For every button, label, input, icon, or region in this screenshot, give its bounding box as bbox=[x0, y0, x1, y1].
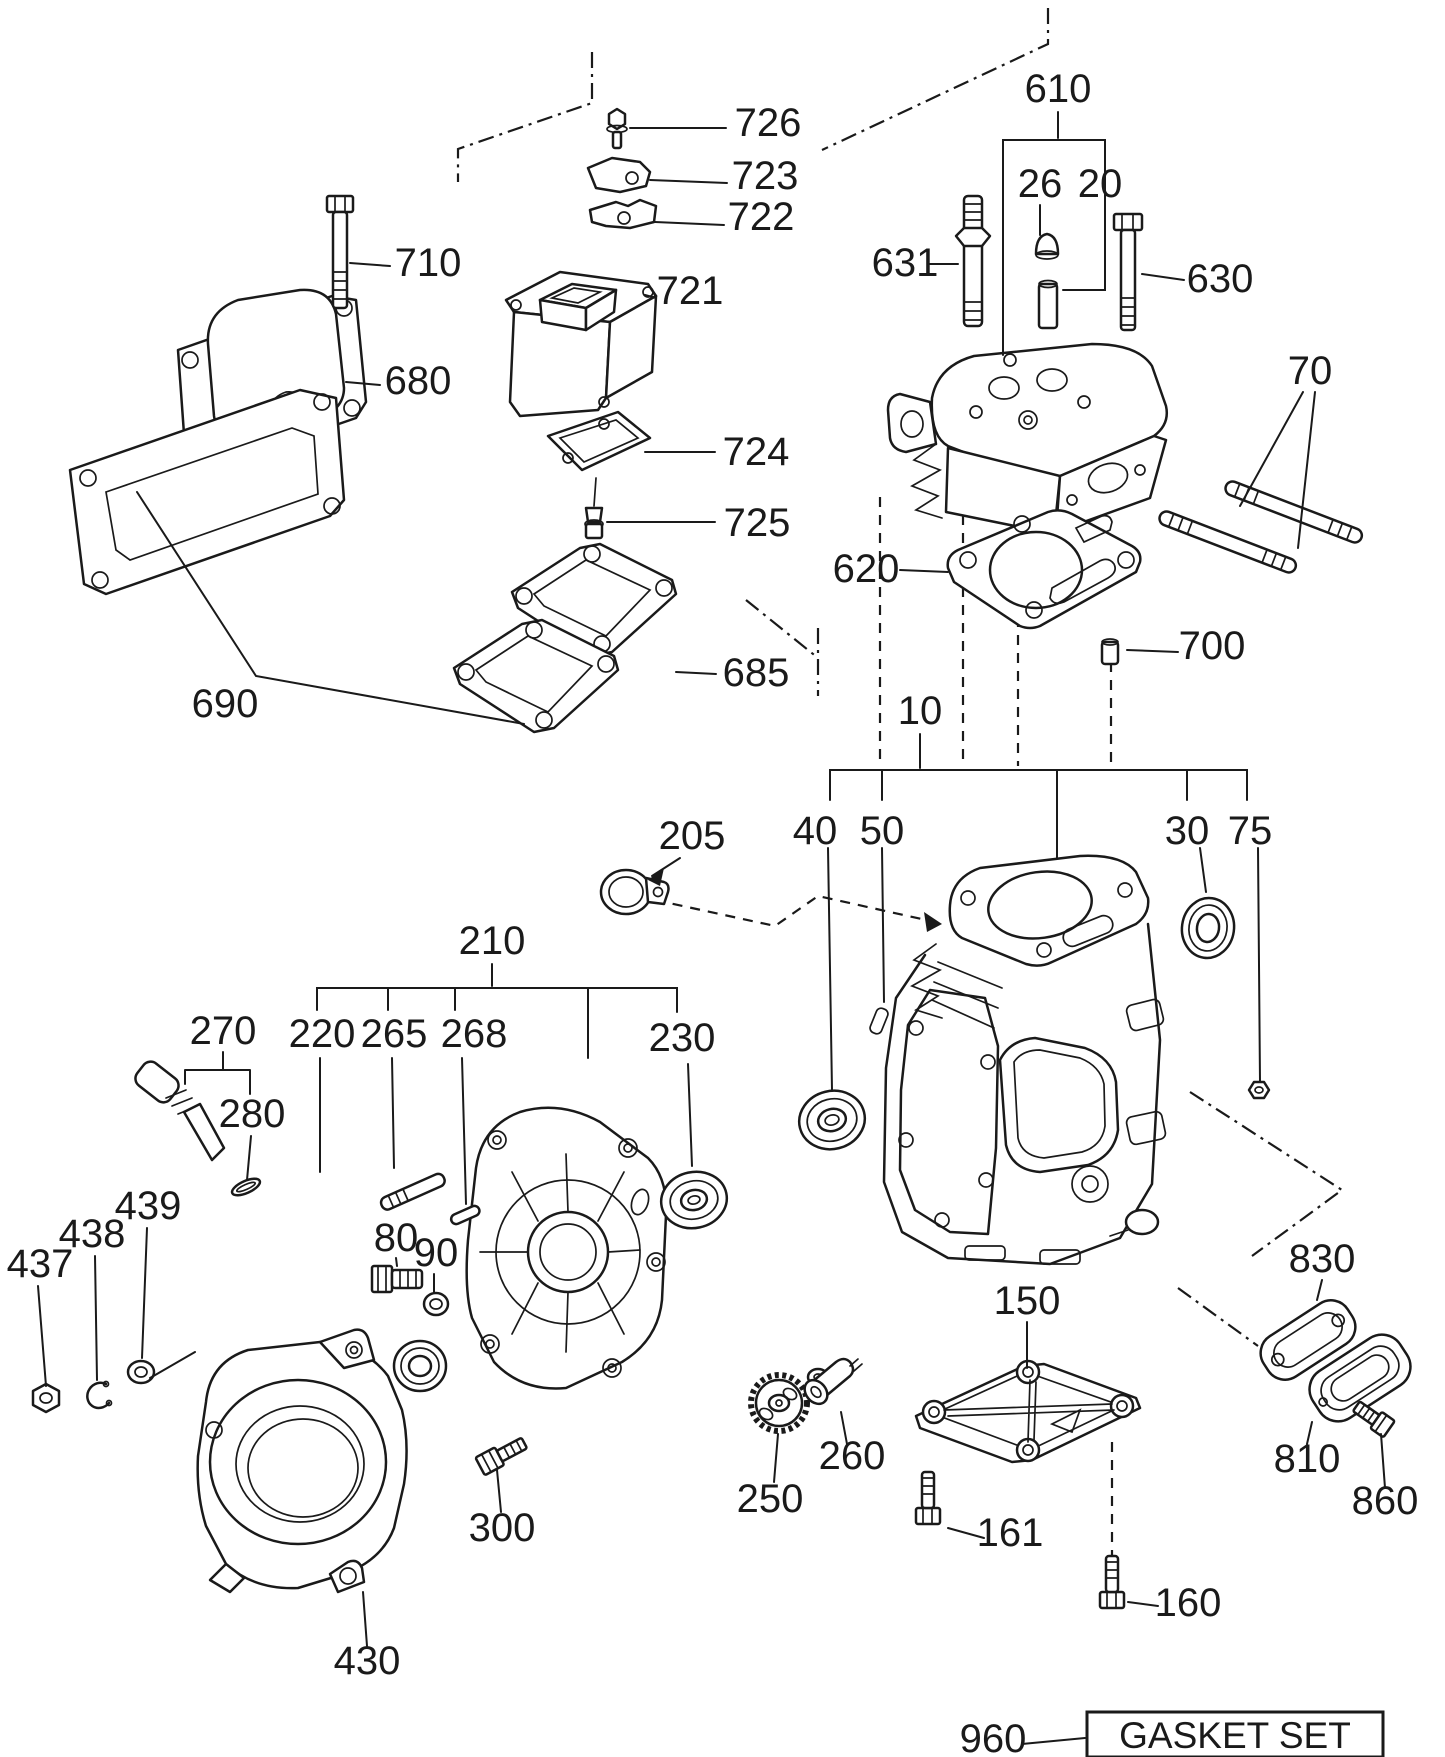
callout-685: 685 bbox=[723, 651, 790, 695]
breather-plate-723 bbox=[586, 156, 652, 194]
ball-bearing-230 bbox=[659, 1170, 729, 1230]
callout-860: 860 bbox=[1352, 1479, 1419, 1523]
callout-680: 680 bbox=[385, 359, 452, 403]
callout-160: 160 bbox=[1155, 1581, 1222, 1625]
callout-50: 50 bbox=[860, 809, 905, 853]
callout-26: 26 bbox=[1018, 162, 1063, 206]
callout-220: 220 bbox=[289, 1012, 356, 1056]
seal-90 bbox=[422, 1291, 450, 1317]
callout-75: 75 bbox=[1228, 809, 1273, 853]
washer-439 bbox=[126, 1359, 156, 1385]
callout-610: 610 bbox=[1025, 67, 1092, 111]
callout-265: 265 bbox=[361, 1012, 428, 1056]
callout-300: 300 bbox=[469, 1506, 536, 1550]
callout-268: 268 bbox=[441, 1012, 508, 1056]
callout-250: 250 bbox=[737, 1477, 804, 1521]
callout-205: 205 bbox=[659, 814, 726, 858]
stud-265 bbox=[379, 1172, 446, 1211]
callout-710: 710 bbox=[395, 241, 462, 285]
breather-gasket-685b bbox=[452, 618, 620, 734]
crankcase-breather-plate-150 bbox=[914, 1359, 1142, 1464]
gasket-set-label: GASKET SET bbox=[1119, 1715, 1351, 1756]
callout-830: 830 bbox=[1289, 1237, 1356, 1281]
o-ring-280 bbox=[230, 1177, 262, 1197]
callout-161: 161 bbox=[977, 1511, 1044, 1555]
callout-438: 438 bbox=[59, 1212, 126, 1256]
callout-620: 620 bbox=[833, 547, 900, 591]
head-gasket-620 bbox=[946, 509, 1142, 630]
callout-150: 150 bbox=[994, 1279, 1061, 1323]
callout-80: 80 bbox=[374, 1216, 419, 1260]
crankcase-cover bbox=[465, 1106, 668, 1390]
bolt-630 bbox=[1112, 212, 1144, 332]
breather-plate-722 bbox=[588, 198, 658, 230]
callout-810: 810 bbox=[1274, 1437, 1341, 1481]
callout-30: 30 bbox=[1165, 809, 1210, 853]
nut-437 bbox=[31, 1382, 61, 1414]
snap-ring-438 bbox=[86, 1380, 113, 1410]
callout-70: 70 bbox=[1288, 349, 1333, 393]
governor-gear-250 bbox=[748, 1372, 810, 1434]
drain-bolt-300 bbox=[474, 1437, 528, 1476]
oil-plug-80 bbox=[370, 1264, 424, 1294]
callout-210: 210 bbox=[459, 919, 526, 963]
construction-lines bbox=[456, 8, 1344, 1556]
callout-430: 430 bbox=[334, 1639, 401, 1683]
screw-860 bbox=[1352, 1400, 1396, 1438]
stud-631 bbox=[954, 194, 992, 328]
bolt-260 bbox=[803, 1357, 863, 1406]
callout-230: 230 bbox=[649, 1016, 716, 1060]
callout-437: 437 bbox=[7, 1242, 74, 1286]
callout-700: 700 bbox=[1179, 624, 1246, 668]
oil-filler-cap-205 bbox=[599, 868, 670, 916]
dowel-pin-700 bbox=[1100, 638, 1120, 666]
callout-724: 724 bbox=[723, 430, 790, 474]
breather-plate-724 bbox=[546, 410, 652, 472]
callout-90: 90 bbox=[414, 1231, 459, 1275]
oil-seal-220 bbox=[392, 1339, 448, 1393]
callout-726: 726 bbox=[735, 101, 802, 145]
nut-75 bbox=[1247, 1080, 1271, 1100]
bolt-161 bbox=[914, 1470, 942, 1526]
callout-260: 260 bbox=[819, 1434, 886, 1478]
studs-70 bbox=[1158, 480, 1364, 574]
callout-631: 631 bbox=[872, 241, 939, 285]
check-valve-725 bbox=[584, 477, 604, 540]
tappet-cover-gasket-830 bbox=[1259, 1299, 1357, 1381]
dowel-pin-268 bbox=[449, 1204, 481, 1226]
oil-seal-30 bbox=[1180, 896, 1236, 960]
gasket-set-box bbox=[1085, 1710, 1385, 1757]
valve-guide-20 bbox=[1037, 279, 1059, 330]
callout-723: 723 bbox=[732, 154, 799, 198]
arrowhead bbox=[924, 912, 942, 932]
breather-screw-726 bbox=[606, 107, 628, 150]
tappet-cover-810 bbox=[1308, 1333, 1412, 1423]
breather-chamber-721 bbox=[504, 270, 658, 418]
callout-labels: 726 723 722 721 710 680 690 724 725 685 … bbox=[7, 67, 1419, 1757]
oil-dipstick-270 bbox=[134, 1060, 226, 1162]
callout-20: 20 bbox=[1078, 162, 1123, 206]
callout-725: 725 bbox=[724, 501, 791, 545]
bolt-160 bbox=[1098, 1554, 1126, 1610]
cap-nut-26 bbox=[1034, 232, 1060, 260]
bearing-holder-plate-430 bbox=[196, 1328, 408, 1594]
callout-270: 270 bbox=[190, 1009, 257, 1053]
callout-690: 690 bbox=[192, 682, 259, 726]
callout-630: 630 bbox=[1187, 257, 1254, 301]
callout-722: 722 bbox=[728, 195, 795, 239]
callout-10: 10 bbox=[898, 689, 943, 733]
leader-lines bbox=[37, 111, 1386, 1745]
callout-721: 721 bbox=[657, 269, 724, 313]
callout-280: 280 bbox=[219, 1092, 286, 1136]
callout-40: 40 bbox=[793, 809, 838, 853]
cylinder-block bbox=[869, 854, 1167, 1266]
ball-bearing-40 bbox=[797, 1089, 867, 1151]
valve-cover-gasket bbox=[68, 388, 346, 596]
callout-439: 439 bbox=[115, 1184, 182, 1228]
callout-960: 960 bbox=[960, 1717, 1027, 1757]
bolt-710 bbox=[325, 194, 355, 310]
cylinder-head bbox=[886, 342, 1168, 536]
